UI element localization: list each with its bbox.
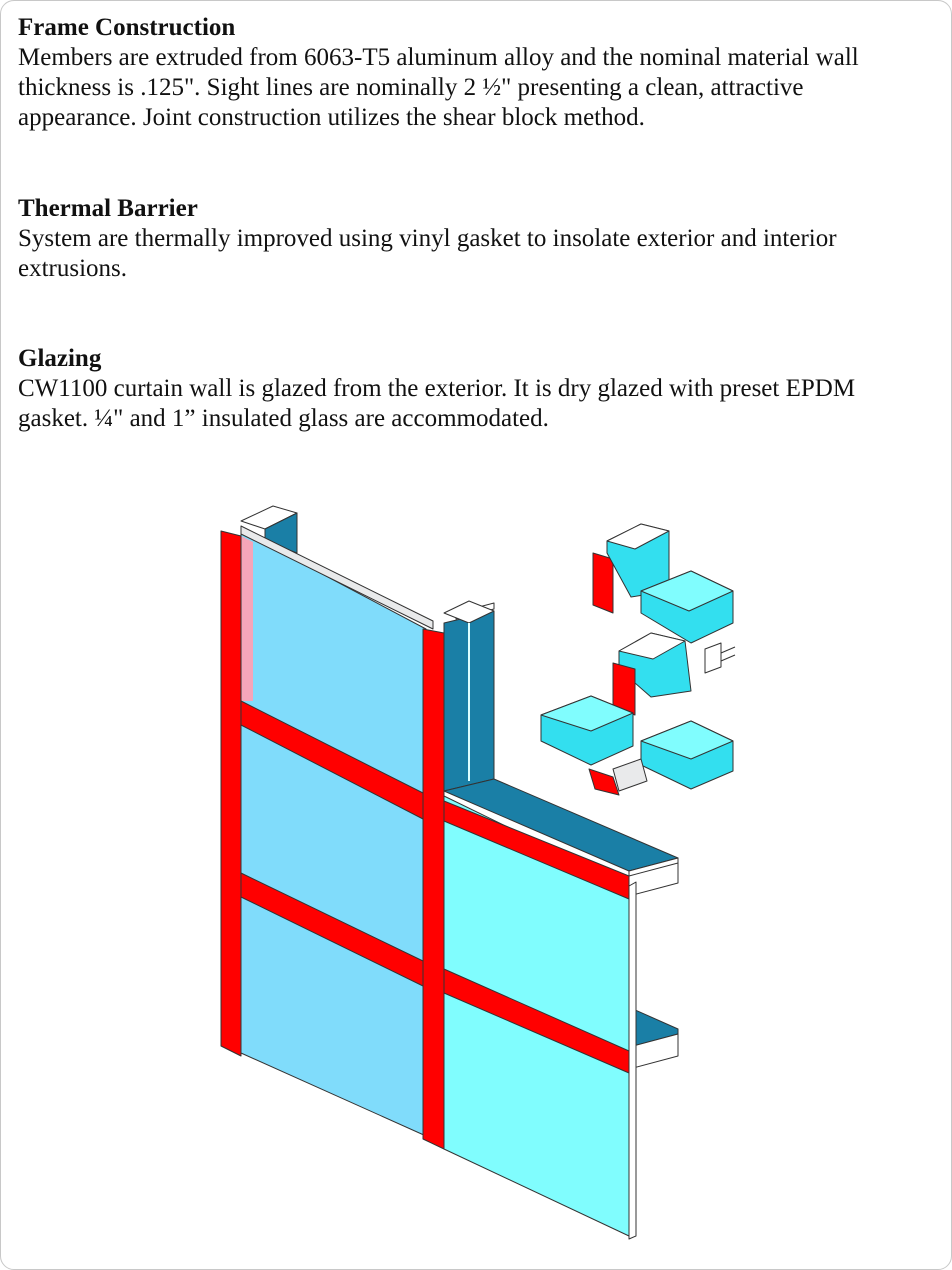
section-line: CW1100 curtain wall is glazed from the e… (18, 375, 856, 402)
transom-box-upper-top (628, 857, 679, 877)
part-red-clip (588, 768, 620, 796)
transom-red-left-upper (240, 700, 424, 820)
curtain-wall-isometric-drawing (220, 505, 736, 1240)
transom-red-right-upper (443, 800, 630, 900)
section-thermal-barrier: Thermal Barrier System are thermally imp… (18, 194, 928, 284)
mullion-red-left (220, 530, 242, 1057)
jamb-highlight (241, 536, 253, 701)
part-plate (704, 642, 722, 674)
section-line: System are thermally improved using viny… (18, 225, 837, 252)
section-line: extrusions. (18, 255, 128, 282)
part-tray-1-top (640, 570, 734, 612)
top-box (443, 600, 495, 624)
part-tray-2-top (540, 695, 634, 732)
section-heading: Glazing (18, 345, 102, 372)
transom-red-left-lower (240, 872, 424, 987)
glass-panel-left (240, 530, 427, 1137)
part-red-cap-2 (612, 662, 636, 716)
section-line: Members are extruded from 6063-T5 alumin… (18, 44, 859, 71)
part-block-2-top (618, 632, 686, 660)
section-line: thickness is .125". Sight lines are nomi… (18, 74, 804, 101)
part-red-cap-1 (592, 552, 614, 614)
section-frame-construction: Frame Construction Members are extruded … (18, 13, 928, 133)
transom-red-right-lower (443, 968, 630, 1074)
right-jamb-edge (628, 881, 637, 1240)
section-heading: Thermal Barrier (18, 195, 198, 222)
section-line: gasket. ¼" and 1” insulated glass are ac… (18, 405, 549, 432)
part-block-1-top (606, 523, 670, 550)
section-glazing: Glazing CW1100 curtain wall is glazed fr… (18, 344, 928, 434)
part-tray-3-top (640, 720, 734, 760)
top-rail (240, 525, 434, 630)
mullion-red-center (422, 628, 445, 1150)
section-heading: Frame Construction (18, 14, 236, 41)
part-gasket (612, 758, 648, 792)
section-line: appearance. Joint construction utilizes … (18, 104, 645, 131)
